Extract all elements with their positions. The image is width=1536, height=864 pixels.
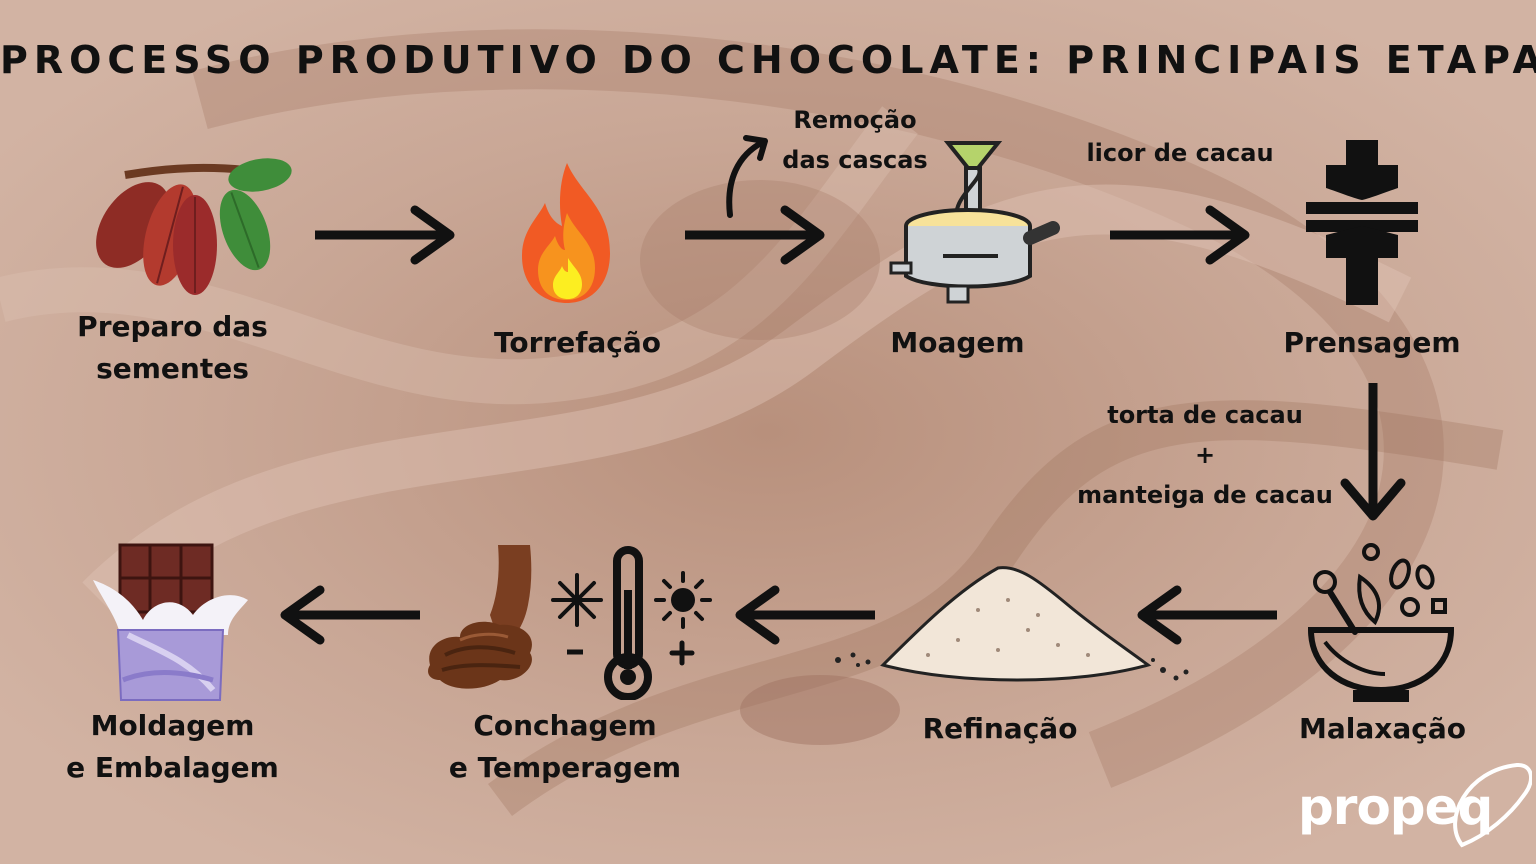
arrow-right-icon: [1110, 205, 1250, 265]
propeq-logo-mark: [1453, 763, 1532, 848]
grinder-icon: [889, 141, 1060, 304]
press-icon: [1306, 140, 1418, 305]
temperature-icon: [551, 546, 712, 700]
step-label-moagem: Moagem: [890, 326, 1025, 359]
step-label-torrefacao: Torrefação: [493, 326, 662, 359]
arrow-left-icon: [280, 585, 420, 645]
arrow-right-icon: [685, 205, 825, 265]
arrow-right-icon: [315, 205, 455, 265]
melted-chocolate-icon: [428, 545, 532, 689]
fire-icon: [522, 163, 610, 303]
note-cake-butter: torta de cacau + manteiga de cacau: [1077, 401, 1333, 509]
powder-pile-icon: [835, 566, 1189, 682]
note-liquor: licor de cacau: [1086, 139, 1274, 167]
page-title: PROCESSO PRODUTIVO DO CHOCOLATE: PRINCIP…: [0, 38, 1536, 82]
mixing-bowl-icon: [1307, 543, 1455, 702]
arrow-left-icon: [1137, 585, 1277, 645]
cacao-pod-icon: [96, 158, 292, 295]
arrow-down-icon: [1340, 383, 1406, 521]
brand-name: propeq: [1298, 778, 1493, 836]
step-label-malaxacao: Malaxação: [1299, 712, 1466, 745]
step-label-refinacao: Refinação: [922, 712, 1078, 745]
step-label-prensagem: Prensagem: [1283, 326, 1461, 359]
arrow-left-icon: [735, 585, 875, 645]
chocolate-bar-icon: [93, 543, 248, 701]
curved-arrow-up-icon: [726, 135, 768, 218]
